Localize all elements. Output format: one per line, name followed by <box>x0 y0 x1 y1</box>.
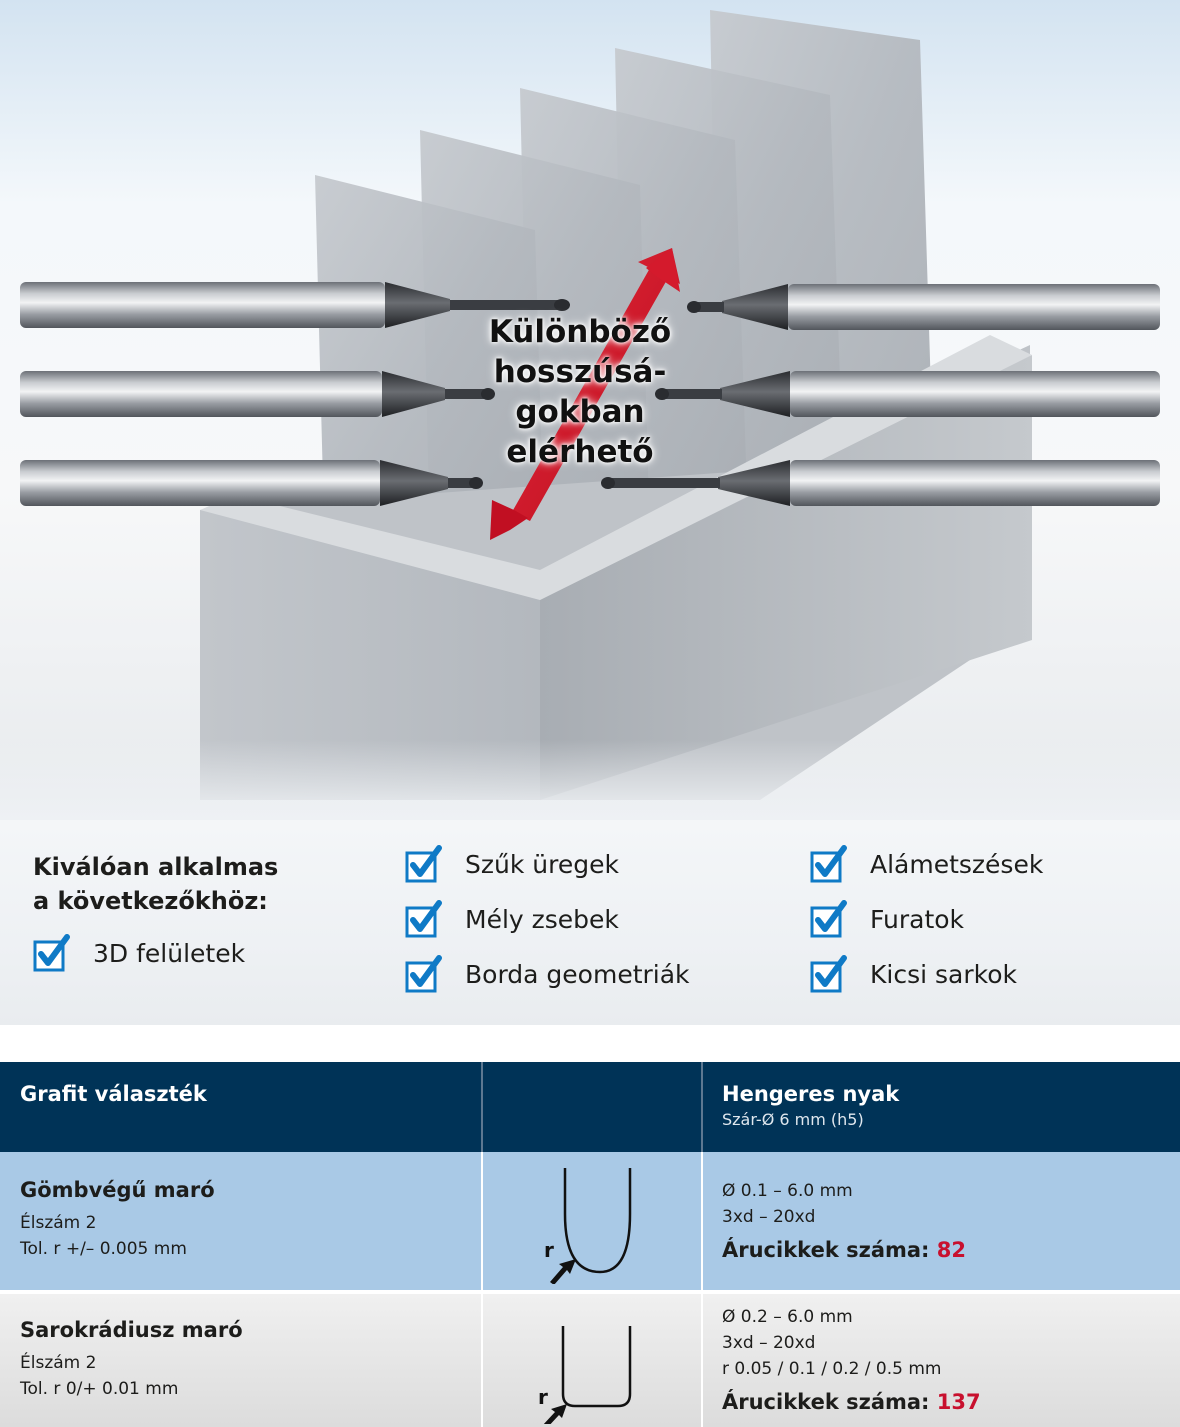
product-name: Gömbvégű maró <box>20 1178 215 1202</box>
feature-rib-geometries: Borda geometriák <box>405 954 690 994</box>
product-specs: Ø 0.2 – 6.0 mm 3xd – 20xd r 0.05 / 0.1 /… <box>722 1304 981 1414</box>
header-cell-neck: Hengeres nyak Szár-Ø 6 mm (h5) <box>722 1062 899 1152</box>
article-count-value: 82 <box>936 1238 966 1262</box>
header-cell-range: Grafit választék <box>20 1062 207 1152</box>
feature-deep-pockets: Mély zsebek <box>405 899 619 939</box>
product-specs: Ø 0.1 – 6.0 mm 3xd – 20xd Árucikkek szám… <box>722 1178 966 1262</box>
feature-label: Kicsi sarkok <box>870 959 1017 989</box>
article-count-label: Árucikkek száma: <box>722 1238 930 1262</box>
checkbox-checked-icon <box>810 900 847 938</box>
article-count: Árucikkek száma: 137 <box>722 1390 981 1414</box>
features-heading: Kiválóan alkalmas a következőkhöz: <box>33 850 278 918</box>
header-divider <box>701 1062 703 1152</box>
article-count: Árucikkek száma: 82 <box>722 1238 966 1262</box>
checkbox-checked-icon <box>810 955 847 993</box>
row-divider <box>481 1294 483 1427</box>
row-divider <box>701 1294 703 1427</box>
feature-label: Alámetszések <box>870 849 1044 879</box>
header-title: Hengeres nyak <box>722 1082 900 1106</box>
table-row: Sarokrádiusz maró Élszám 2 Tol. r 0/+ 0.… <box>0 1294 1180 1427</box>
table-header: Grafit választék Hengeres nyak Szár-Ø 6 … <box>0 1062 1180 1152</box>
header-subtitle: Szár-Ø 6 mm (h5) <box>722 1110 864 1129</box>
radius-label: r <box>544 1238 554 1262</box>
feature-undercuts: Alámetszések <box>810 844 1043 884</box>
caption-line: gokban <box>515 394 645 430</box>
caption-line: Különböző <box>488 314 672 350</box>
heading-line: a következőkhöz: <box>33 887 268 915</box>
ball-end-profile-icon: r <box>544 1168 632 1284</box>
checkbox-checked-icon <box>405 900 442 938</box>
tool-left-2 <box>20 371 495 417</box>
checkbox-checked-icon <box>405 955 442 993</box>
table-row: Gömbvégű maró Élszám 2 Tol. r +/– 0.005 … <box>0 1152 1180 1290</box>
header-title: Grafit választék <box>20 1082 207 1106</box>
article-count-label: Árucikkek száma: <box>722 1390 930 1414</box>
checkbox-checked-icon <box>405 845 442 883</box>
product-info: Sarokrádiusz maró Élszám 2 Tol. r 0/+ 0.… <box>20 1318 243 1402</box>
header-divider <box>481 1062 483 1152</box>
feature-label: Furatok <box>870 904 965 934</box>
spec-line: 3xd – 20xd <box>722 1207 816 1227</box>
product-info: Gömbvégű maró Élszám 2 Tol. r +/– 0.005 … <box>20 1178 215 1262</box>
left-tools <box>20 282 570 506</box>
feature-label: Szűk üregek <box>465 849 619 879</box>
tool-right-1 <box>687 284 1160 330</box>
corner-radius-profile-icon: r <box>538 1326 632 1424</box>
hero-illustration: Különböző hosszúsá- gokban elérhető <box>0 0 1180 820</box>
row-divider <box>701 1152 703 1290</box>
row-separator <box>0 1290 1180 1294</box>
spec-line: Ø 0.1 – 6.0 mm <box>722 1181 853 1201</box>
features-section: Kiválóan alkalmas a következőkhöz: 3D fe… <box>0 820 1180 1025</box>
checkbox-checked-icon <box>33 934 70 972</box>
tool-right-3 <box>601 460 1160 506</box>
product-detail: Tol. r 0/+ 0.01 mm <box>20 1379 179 1399</box>
feature-label: 3D felületek <box>93 938 246 968</box>
product-name: Sarokrádiusz maró <box>20 1318 243 1342</box>
length-caption: Különböző hosszúsá- gokban elérhető <box>440 312 720 472</box>
radius-label: r <box>538 1385 548 1409</box>
product-table: Grafit választék Hengeres nyak Szár-Ø 6 … <box>0 1062 1180 1427</box>
article-count-value: 137 <box>936 1390 981 1414</box>
spec-line: r 0.05 / 0.1 / 0.2 / 0.5 mm <box>722 1359 942 1379</box>
product-detail: Élszám 2 <box>20 1213 97 1233</box>
feature-3d-surfaces: 3D felületek <box>33 933 245 973</box>
length-double-arrow <box>490 248 680 540</box>
right-tools <box>601 284 1160 506</box>
feature-bores: Furatok <box>810 899 964 939</box>
product-detail: Élszám 2 <box>20 1353 97 1373</box>
product-detail: Tol. r +/– 0.005 mm <box>20 1239 187 1259</box>
tool-left-1 <box>20 282 570 328</box>
spec-line: Ø 0.2 – 6.0 mm <box>722 1307 853 1327</box>
spec-line: 3xd – 20xd <box>722 1333 816 1353</box>
row-divider <box>481 1152 483 1290</box>
milling-illustration <box>0 0 1180 820</box>
feature-small-corners: Kicsi sarkok <box>810 954 1017 994</box>
checkbox-checked-icon <box>810 845 847 883</box>
tool-left-3 <box>20 460 483 506</box>
caption-line: hosszúsá- <box>493 354 667 390</box>
feature-label: Borda geometriák <box>465 959 690 989</box>
feature-label: Mély zsebek <box>465 904 619 934</box>
heading-line: Kiválóan alkalmas <box>33 853 279 881</box>
caption-line: elérhető <box>506 434 654 470</box>
tool-right-2 <box>655 371 1160 417</box>
feature-narrow-cavities: Szűk üregek <box>405 844 619 884</box>
